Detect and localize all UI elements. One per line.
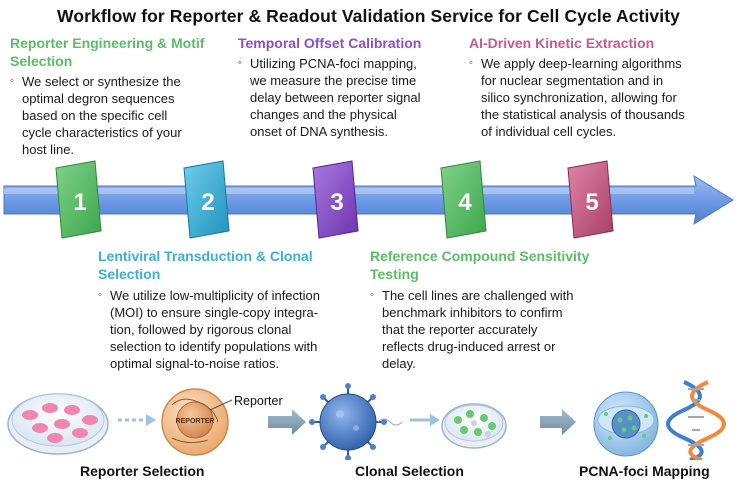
step-4-number: 4 — [458, 189, 472, 216]
reporter-selection-label: Reporter Selection — [80, 463, 205, 479]
step-2-body: ◦ We utilize low-multiplicity of infecti… — [98, 288, 320, 371]
petri-dish-icon — [7, 393, 109, 455]
step-5-marker: 5 — [567, 160, 614, 239]
step-4-marker: 4 — [440, 160, 487, 239]
bullet-icon: ◦ — [238, 57, 242, 69]
step-3-number: 3 — [330, 189, 343, 216]
reporter-cell-label: REPORTER — [176, 418, 215, 425]
reporter-cell-icon: REPORTER — [161, 388, 233, 456]
pcna-mapping-label: PCNA-foci Mapping — [579, 463, 710, 479]
step-3-text: Temporal Offset Calibration ◦ Utilizing … — [238, 34, 463, 140]
pcna-cell-icon — [593, 391, 659, 457]
step-1-body: ◦ We select or synthesize the optimal de… — [10, 74, 182, 157]
clonal-selection-label: Clonal Selection — [355, 463, 464, 479]
step-2-text: Lentiviral Transduction & Clonal Selecti… — [98, 247, 363, 372]
block-arrow-icon — [268, 409, 306, 435]
step-4-text: Reference Compound Sensitivity Testing ◦… — [370, 247, 625, 372]
block-arrow-icon — [540, 409, 576, 435]
step-3-body: ◦ Utilizing PCNA-foci mapping, we measur… — [238, 56, 421, 139]
bullet-icon: ◦ — [98, 289, 102, 301]
step-2-heading: Lentiviral Transduction & Clonal Selecti… — [98, 248, 313, 282]
step-1-number: 1 — [73, 189, 86, 216]
virus-icon — [309, 383, 403, 460]
step-1-text: Reporter Engineering & Motif Selection ◦… — [10, 34, 235, 158]
bullet-icon: ◦ — [370, 289, 374, 301]
step-3-heading: Temporal Offset Calibration — [238, 35, 422, 51]
timeline-arrow: 1 2 3 4 5 — [3, 160, 734, 239]
step-5-text: AI-Driven Kinetic Extraction ◦ We apply … — [469, 34, 731, 140]
step-3-marker: 3 — [312, 160, 359, 239]
clonal-dish-icon — [441, 403, 507, 449]
step-2-number: 2 — [201, 189, 214, 216]
step-5-body: ◦ We apply deep-learning algorithms for … — [469, 56, 685, 139]
step-2-marker: 2 — [183, 160, 230, 239]
step-5-heading: AI-Driven Kinetic Extraction — [469, 35, 655, 51]
step-1-heading: Reporter Engineering & Motif Selection — [10, 35, 205, 69]
step-1-marker: 1 — [55, 160, 102, 239]
step-5-number: 5 — [585, 189, 598, 216]
step-4-body: ◦ The cell lines are challenged with ben… — [370, 288, 574, 371]
arrow-body — [3, 174, 734, 226]
bullet-icon: ◦ — [469, 57, 473, 69]
workflow-illustrations: REPORTER Reporter — [7, 380, 726, 460]
bullet-icon: ◦ — [10, 75, 14, 87]
small-arrow-icon — [410, 414, 440, 426]
dna-helix-icon — [666, 380, 726, 460]
small-arrow-icon — [118, 414, 156, 426]
reporter-callout: Reporter — [234, 394, 283, 408]
page-title: Workflow for Reporter & Readout Validati… — [57, 6, 680, 26]
step-4-heading: Reference Compound Sensitivity Testing — [370, 248, 590, 282]
